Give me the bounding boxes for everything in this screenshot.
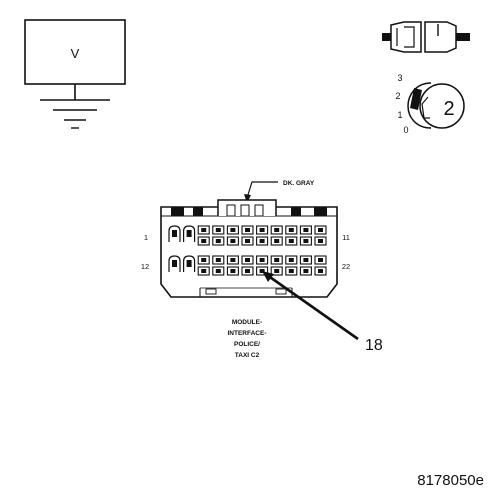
connector-face	[160, 199, 338, 298]
connector-cavity-5	[226, 225, 239, 246]
connector-cavity-10	[299, 225, 312, 246]
pin-label-11: 11	[342, 233, 350, 242]
ground-icon	[40, 99, 110, 129]
pin-label-22: 22	[342, 262, 350, 271]
wire-color-callout: DK. GRAY	[244, 180, 315, 203]
connector-cavity-3	[197, 225, 210, 246]
connector-cavity-21	[299, 255, 312, 276]
connector-cavity-7	[256, 225, 269, 246]
ignition-position-3: 3	[397, 73, 402, 83]
connector-cavity-2	[183, 225, 196, 242]
connector-cavity-22	[314, 255, 327, 276]
connector-cavity-12	[168, 255, 181, 272]
connector-cavity-grid	[168, 225, 327, 276]
connector-plug-icon	[382, 21, 470, 53]
wire-color-label: DK. GRAY	[283, 180, 315, 187]
figure-id: 8178050e	[417, 472, 484, 489]
connector-cavity-11	[314, 225, 327, 246]
ignition-position-2: 2	[395, 91, 400, 101]
connector-cavity-20	[285, 255, 298, 276]
connector-cavity-8	[270, 225, 283, 246]
connector-cavity-9	[285, 225, 298, 246]
connector-cavity-14	[197, 255, 210, 276]
ignition-position-1: 1	[397, 110, 402, 120]
voltmeter-label: V	[71, 46, 80, 61]
voltmeter-symbol: V	[24, 19, 126, 129]
callout-pin-number: 18	[365, 337, 383, 354]
connector-cavity-19	[270, 255, 283, 276]
connector-name-line-2: INTERFACE-	[228, 330, 267, 337]
connector-name-line-4: TAXI C2	[235, 352, 260, 359]
connector-cavity-16	[226, 255, 239, 276]
connector-cavity-1	[168, 225, 181, 242]
connector-name-line-3: POLICE/	[234, 341, 260, 348]
connector-cavity-18	[256, 255, 269, 276]
ignition-key-icon: 2 3 2 1 0	[395, 73, 465, 135]
connector-cavity-15	[212, 255, 225, 276]
connector-name: MODULE- INTERFACE- POLICE/ TAXI C2	[228, 319, 267, 359]
connector-cavity-4	[212, 225, 225, 246]
connector-cavity-13	[183, 255, 196, 272]
ignition-position-0: 0	[403, 125, 408, 135]
pin-label-1: 1	[144, 233, 148, 242]
pin-label-12: 12	[141, 262, 149, 271]
connector-cavity-17	[241, 255, 254, 276]
pin-callout: 18	[262, 271, 383, 354]
connector-name-line-1: MODULE-	[232, 319, 262, 326]
ignition-key-number: 2	[443, 98, 454, 120]
connector-cavity-6	[241, 225, 254, 246]
